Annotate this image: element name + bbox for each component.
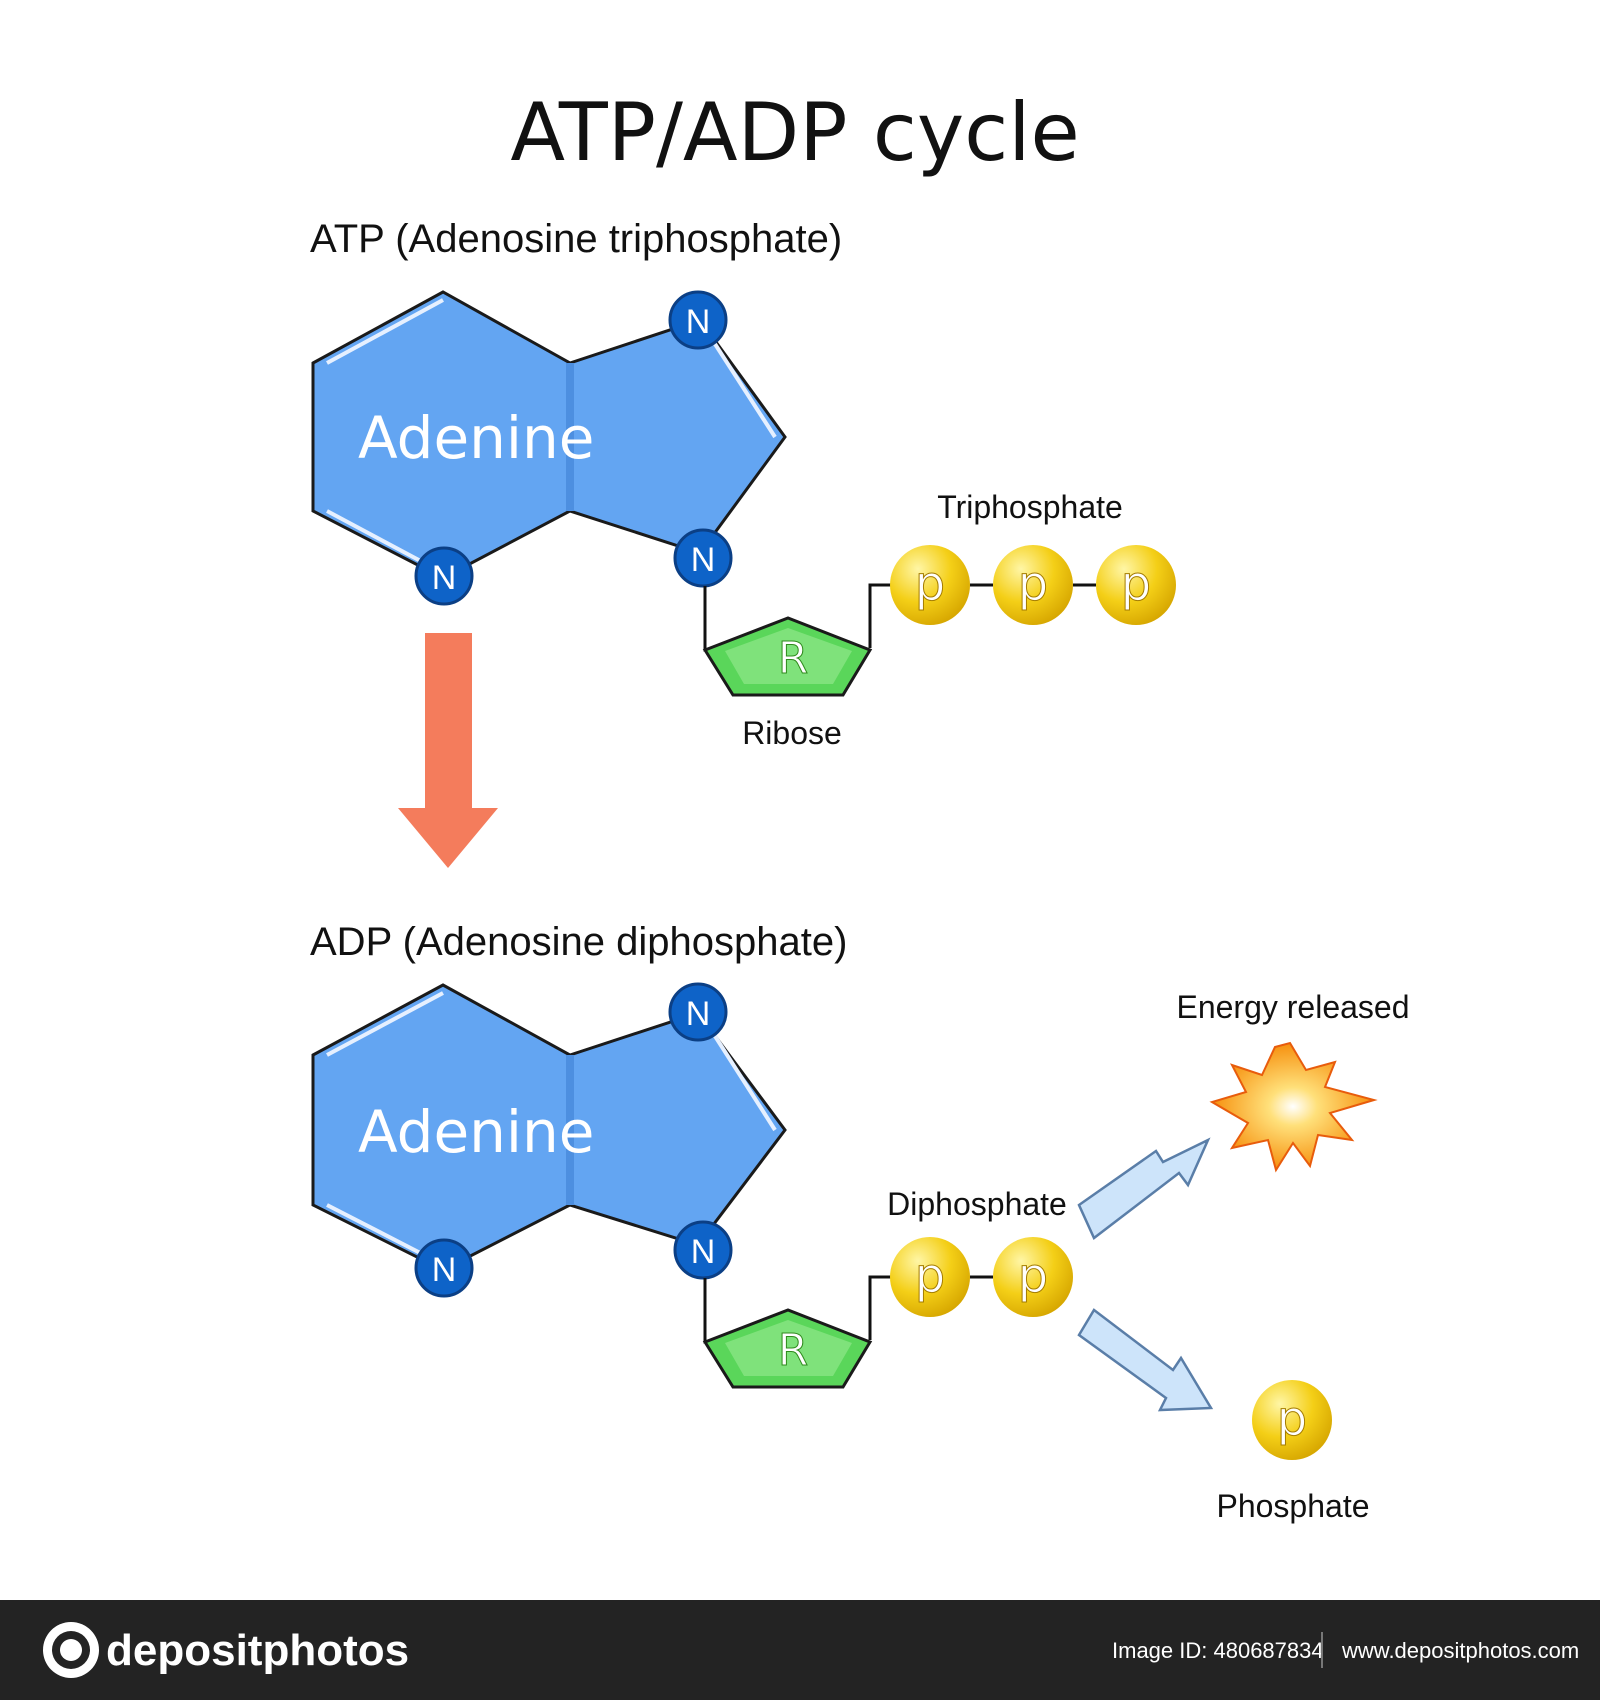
svg-text:p: p (1018, 1248, 1048, 1304)
svg-text:p: p (1018, 556, 1048, 612)
adp-adenine: Adenine (311, 983, 787, 1272)
atp-heading: ATP (Adenosine triphosphate) (310, 217, 842, 261)
atp-phosphate-1: p (890, 545, 970, 625)
diagram-title: ATP/ADP cycle (510, 86, 1079, 179)
svg-text:N: N (691, 541, 716, 579)
energy-released-label: Energy released (1176, 989, 1409, 1025)
adp-adenine-label: Adenine (358, 1098, 594, 1166)
svg-text:R: R (778, 1325, 809, 1376)
phosphate-label: Phosphate (1216, 1488, 1369, 1524)
footer-bar (0, 1600, 1600, 1700)
svg-text:N: N (691, 1233, 716, 1271)
atp-ribose: R (702, 616, 873, 697)
footer-website: www.depositphotos.com (1341, 1638, 1579, 1663)
adp-phosphate-2: p (993, 1237, 1073, 1317)
atp-nitrogen-bottom-right: N (673, 528, 733, 588)
svg-text:N: N (432, 1251, 457, 1289)
atp-nitrogen-top: N (668, 290, 728, 350)
adp-nitrogen-bottom-right: N (673, 1220, 733, 1280)
svg-text:N: N (686, 995, 711, 1033)
adp-nitrogen-bottom-left: N (414, 1238, 474, 1298)
atp-phosphate-2: p (993, 545, 1073, 625)
svg-text:R: R (778, 633, 809, 684)
atp-ribose-label: Ribose (742, 715, 842, 751)
svg-text:p: p (915, 556, 945, 612)
footer-image-id: Image ID: 480687834 (1112, 1638, 1324, 1663)
atp-triphosphate-label: Triphosphate (937, 489, 1123, 525)
footer-brand: depositphotos (106, 1626, 409, 1675)
adp-heading: ADP (Adenosine diphosphate) (310, 920, 847, 964)
free-phosphate: p (1252, 1380, 1332, 1460)
energy-burst-icon (1209, 1041, 1378, 1173)
svg-text:p: p (1121, 556, 1151, 612)
energy-release-arrow (1077, 1137, 1211, 1240)
adp-ribose: R (702, 1308, 873, 1389)
svg-text:N: N (686, 303, 711, 341)
atp-ribose-phosphate-bond (868, 583, 894, 648)
atp-adenine-label: Adenine (358, 404, 594, 472)
hydrolysis-arrow (398, 633, 498, 868)
atp-glycosidic-bond (703, 586, 712, 652)
adp-glycosidic-bond (703, 1278, 712, 1344)
atp-phosphate-3: p (1096, 545, 1176, 625)
svg-text:p: p (915, 1248, 945, 1304)
depositphotos-logo-icon (43, 1622, 99, 1678)
svg-text:p: p (1277, 1391, 1307, 1447)
adp-nitrogen-top: N (668, 982, 728, 1042)
adp-ribose-phosphate-bond (868, 1275, 894, 1340)
phosphate-release-arrow (1077, 1308, 1214, 1412)
adp-phosphate-1: p (890, 1237, 970, 1317)
atp-nitrogen-bottom-left: N (414, 546, 474, 606)
adp-diphosphate-label: Diphosphate (887, 1186, 1067, 1222)
svg-text:N: N (432, 559, 457, 597)
atp-adenine: Adenine (311, 290, 787, 580)
